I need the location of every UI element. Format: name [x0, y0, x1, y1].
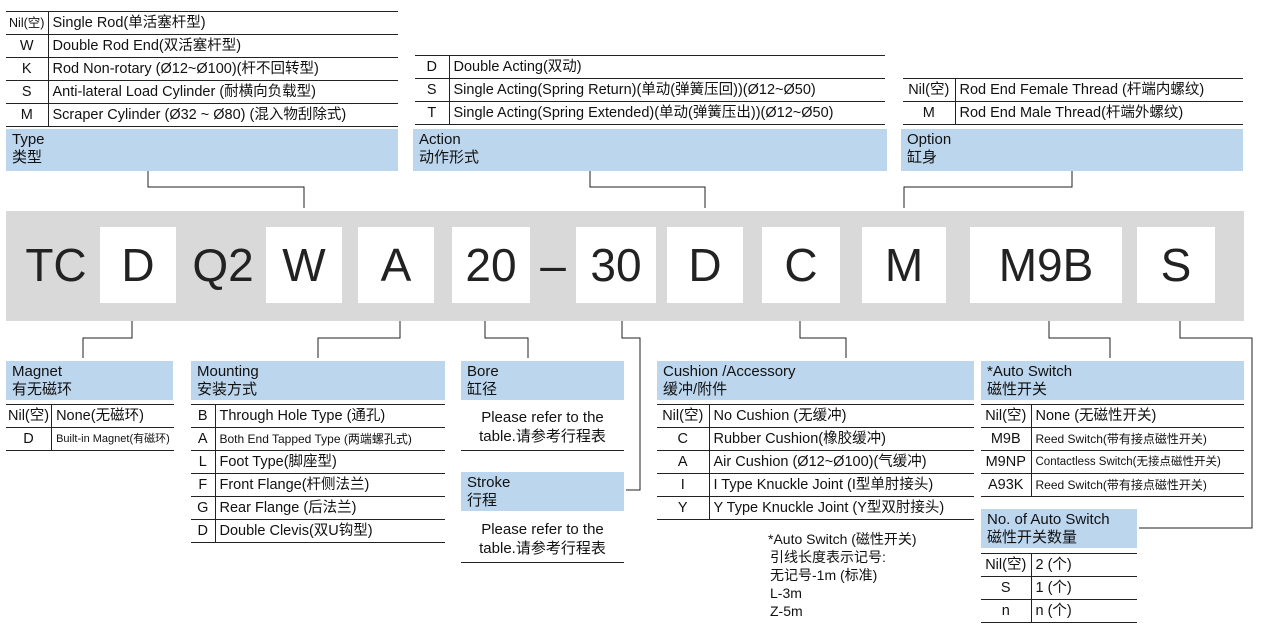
code-type: W	[266, 227, 342, 303]
connector-stroke	[621, 321, 641, 491]
connector-switch-qty	[1139, 321, 1253, 529]
connector-action	[589, 171, 706, 208]
bore-reference-note: Please refer to the table.请参考行程表	[461, 402, 624, 451]
code-auto-switch: M9B	[970, 227, 1122, 303]
code-bore: 20	[452, 227, 530, 303]
table-row: Nil(空)None (无磁性开关)	[981, 404, 1244, 428]
code-action: D	[667, 227, 743, 303]
table-row: Nil(空)2 (个)	[981, 553, 1137, 577]
code-option: M	[862, 227, 946, 303]
bore-header: Bore 缸径	[461, 361, 624, 400]
type-header: Type 类型	[6, 129, 398, 171]
option-header: Option 缸身	[901, 129, 1243, 171]
connector-bore	[484, 321, 529, 358]
connector-type	[147, 171, 305, 208]
connector-option	[903, 171, 1073, 208]
mounting-header: Mounting 安装方式	[191, 361, 445, 400]
num-switch-header: No. of Auto Switch 磁性开关数量	[981, 509, 1137, 548]
table-row: Nil(空)None(无磁环)	[6, 404, 174, 428]
code-switch-qty: S	[1137, 227, 1215, 303]
table-row: Nil(空)Rod End Female Thread (杆端内螺纹)	[903, 78, 1243, 102]
code-series-q2: Q2	[192, 239, 254, 291]
connector-magnet	[82, 321, 133, 358]
code-stroke: 30	[576, 227, 656, 303]
stroke-header: Stroke 行程	[461, 472, 624, 511]
action-header: Action 动作形式	[413, 129, 887, 171]
magnet-header: Magnet 有无磁环	[6, 361, 173, 400]
connector-cushion	[799, 321, 847, 358]
auto-switch-header: *Auto Switch 磁性开关	[981, 361, 1244, 400]
lead-wire-note: *Auto Switch (磁性开关) 引线长度表示记号: 无记号-1m (标准…	[768, 531, 917, 619]
code-series-tc: TC	[25, 239, 87, 291]
code-magnet: D	[100, 227, 176, 303]
connector-auto-switch	[1048, 321, 1111, 358]
table-row: Nil(空)Single Rod(单活塞杆型)	[6, 11, 398, 35]
code-dash: –	[540, 239, 566, 291]
table-row: Nil(空)No Cushion (无缓冲)	[657, 404, 974, 428]
cushion-header: Cushion /Accessory 缓冲/附件	[657, 361, 974, 400]
stroke-reference-note: Please refer to the table.请参考行程表	[461, 514, 624, 563]
code-cushion: C	[762, 227, 840, 303]
connector-mounting	[317, 321, 401, 358]
code-mounting: A	[358, 227, 434, 303]
